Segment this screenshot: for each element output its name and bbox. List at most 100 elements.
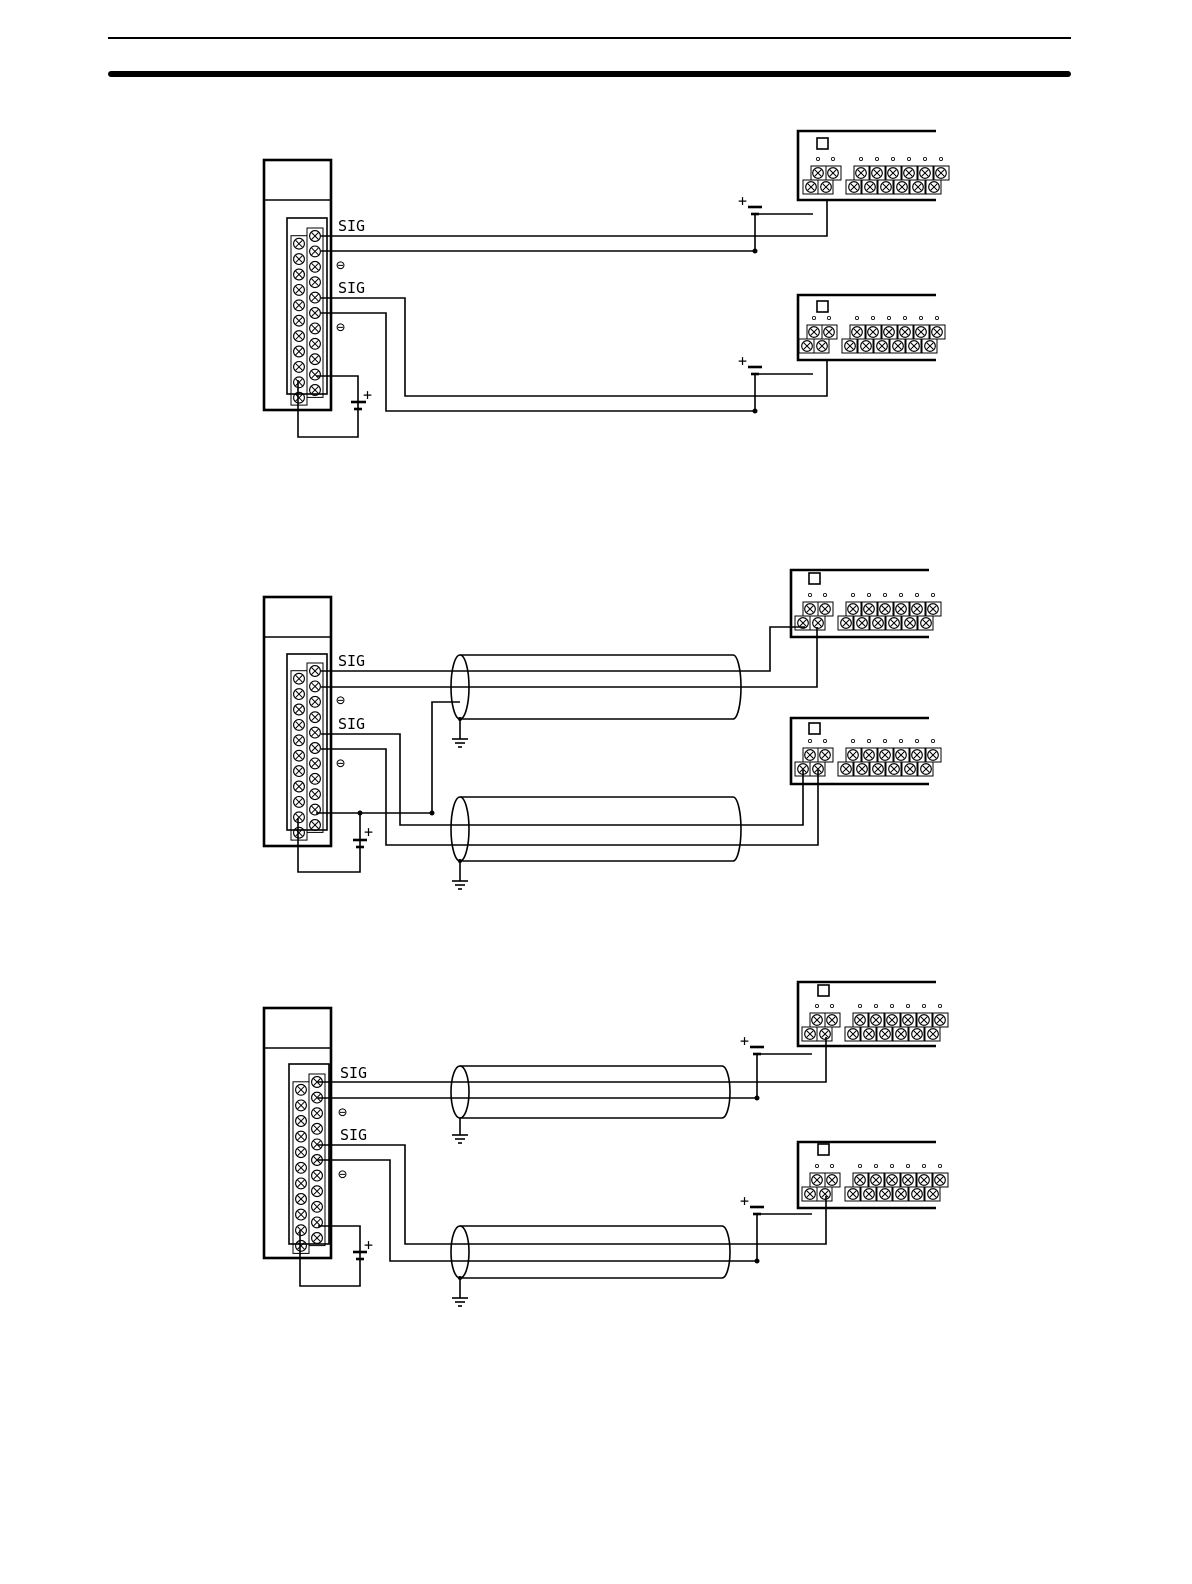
- screw-terminal: [310, 712, 321, 723]
- screw-terminal: [861, 341, 872, 352]
- screw-terminal: [928, 604, 939, 615]
- minus-label-b: ⊖: [338, 1165, 347, 1183]
- screw-terminal: [919, 1175, 930, 1186]
- screw-terminal: [294, 362, 305, 373]
- screw-terminal: [864, 1189, 875, 1200]
- screw-terminal: [912, 1189, 923, 1200]
- screw-terminal: [310, 231, 321, 242]
- minus-label-b: ⊖: [336, 754, 345, 772]
- diagram-3: SIG ⊖ SIG ⊖: [264, 982, 948, 1306]
- screw-terminal: [848, 750, 859, 761]
- screw-terminal: [849, 182, 860, 193]
- screw-terminal: [296, 1116, 307, 1127]
- sig-label-a: SIG: [338, 217, 365, 235]
- screw-terminal: [897, 182, 908, 193]
- screw-terminal: [896, 1189, 907, 1200]
- screw-terminal: [294, 254, 305, 265]
- screw-terminal: [294, 673, 305, 684]
- sensor-b: [798, 1142, 948, 1208]
- screw-terminal: [310, 246, 321, 257]
- screw-terminal: [294, 689, 305, 700]
- sig-label-a: SIG: [338, 652, 365, 670]
- diagram-2: SIG ⊖ SIG ⊖: [264, 570, 941, 889]
- screw-terminal: [296, 1147, 307, 1158]
- screw-terminal: [296, 1131, 307, 1142]
- sensor-terminal-strip: [795, 593, 941, 630]
- screw-terminal: [824, 327, 835, 338]
- screw-terminal: [310, 681, 321, 692]
- screw-terminal: [896, 1029, 907, 1040]
- diagram-1: SIG ⊖ SIG ⊖ + + +: [264, 131, 949, 437]
- sensor-a: [798, 982, 948, 1046]
- screw-terminal: [294, 766, 305, 777]
- screw-terminal: [296, 1178, 307, 1189]
- screw-terminal: [841, 764, 852, 775]
- sensor-a: [791, 570, 941, 637]
- sig-label-b: SIG: [338, 715, 365, 733]
- screw-terminal: [936, 168, 947, 179]
- screw-terminal: [889, 764, 900, 775]
- minus-label-a: ⊖: [336, 256, 345, 274]
- screw-terminal: [921, 764, 932, 775]
- screw-terminal: [294, 735, 305, 746]
- screw-terminal: [877, 341, 888, 352]
- minus-label-b: ⊖: [336, 318, 345, 336]
- screw-terminal: [294, 331, 305, 342]
- screw-terminal: [909, 341, 920, 352]
- sig-label-a: SIG: [340, 1064, 367, 1082]
- screw-terminal: [855, 1015, 866, 1026]
- screw-terminal: [296, 1084, 307, 1095]
- screw-terminal: [913, 182, 924, 193]
- screw-terminal: [813, 168, 824, 179]
- screw-terminal: [916, 327, 927, 338]
- screw-terminal: [928, 1189, 939, 1200]
- plus-label-sensor-a: +: [738, 192, 747, 210]
- screw-terminal: [865, 182, 876, 193]
- plus-label-sensor-b: +: [740, 1192, 749, 1210]
- screw-terminal: [294, 238, 305, 249]
- screw-terminal: [888, 168, 899, 179]
- screw-terminal: [893, 341, 904, 352]
- sensor-terminal-strip: [802, 1164, 948, 1201]
- screw-terminal: [887, 1015, 898, 1026]
- screw-terminal: [848, 1029, 859, 1040]
- screw-terminal: [855, 1175, 866, 1186]
- screw-terminal: [294, 827, 305, 838]
- screw-terminal: [294, 720, 305, 731]
- screw-terminal: [312, 1186, 323, 1197]
- screw-terminal: [896, 604, 907, 615]
- screw-terminal: [887, 1175, 898, 1186]
- screw-terminal: [828, 168, 839, 179]
- screw-terminal: [827, 1175, 838, 1186]
- screw-terminal: [928, 750, 939, 761]
- screw-terminal: [310, 727, 321, 738]
- screw-terminal: [310, 369, 321, 380]
- screw-terminal: [805, 750, 816, 761]
- screw-terminal: [312, 1201, 323, 1212]
- screw-terminal: [310, 820, 321, 831]
- sensor-terminal-strip: [803, 157, 949, 194]
- screw-terminal: [806, 182, 817, 193]
- screw-terminal: [809, 327, 820, 338]
- screw-terminal: [294, 315, 305, 326]
- screw-terminal: [827, 1015, 838, 1026]
- screw-terminal: [880, 1189, 891, 1200]
- screw-terminal: [310, 292, 321, 303]
- screw-terminal: [310, 758, 321, 769]
- screw-terminal: [919, 1015, 930, 1026]
- screw-terminal: [802, 341, 813, 352]
- screw-terminal: [820, 1029, 831, 1040]
- screw-terminal: [864, 750, 875, 761]
- terminal-screws: [291, 228, 323, 405]
- sensor-terminal-strip: [795, 739, 941, 776]
- screw-terminal: [903, 1015, 914, 1026]
- screw-terminal: [903, 1175, 914, 1186]
- screw-terminal: [857, 764, 868, 775]
- screw-terminal: [820, 1189, 831, 1200]
- screw-terminal: [294, 704, 305, 715]
- plus-label-sensor-a: +: [740, 1032, 749, 1050]
- screw-terminal: [845, 341, 856, 352]
- minus-label-a: ⊖: [336, 691, 345, 709]
- screw-terminal: [294, 269, 305, 280]
